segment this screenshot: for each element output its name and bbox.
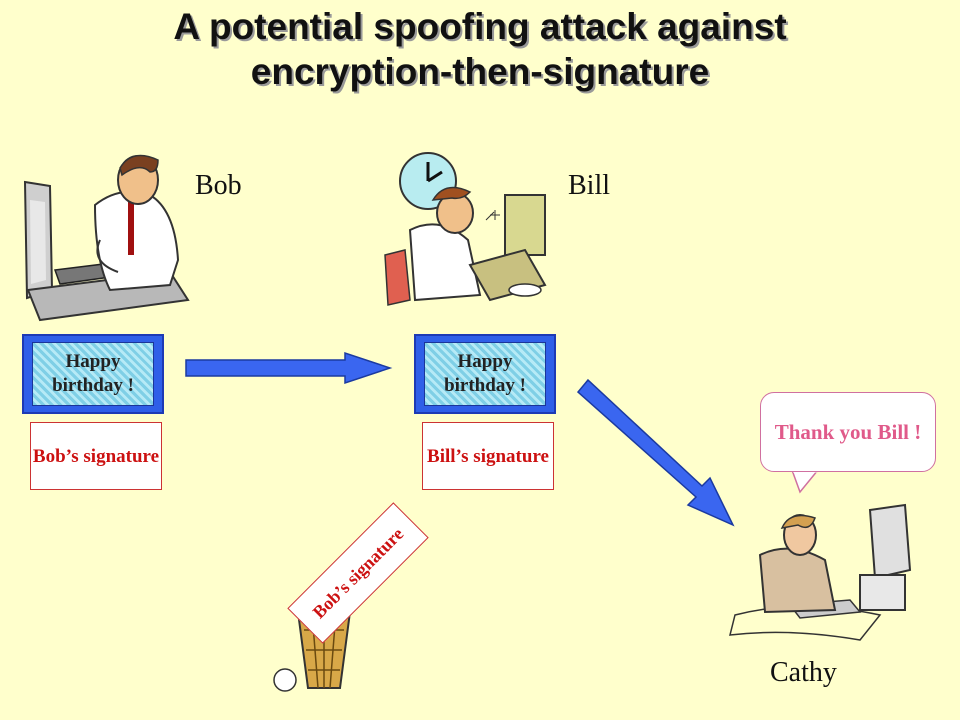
arrow-bob-to-bill (185, 351, 393, 385)
bill-message-box: Happy birthday ! (414, 334, 556, 414)
bill-message-text: Happy birthday ! (424, 342, 546, 406)
bill-signature-box: Bill’s signature (422, 422, 554, 490)
bob-message-text: Happy birthday ! (32, 342, 154, 406)
title-line-2: encryption-then-signature (250, 51, 710, 92)
slide-title: A potential spoofing attack against encr… (0, 4, 960, 94)
cathy-label: Cathy (770, 657, 837, 688)
bob-signature-box: Bob’s signature (30, 422, 162, 490)
cathy-figure (729, 503, 912, 641)
title-line-1: A potential spoofing attack against (173, 6, 787, 47)
bob-label: Bob (195, 170, 242, 201)
cathy-speech-bubble: Thank you Bill ! (760, 392, 936, 472)
callout-tail (790, 469, 820, 494)
bill-figure (384, 152, 547, 306)
bob-figure (23, 154, 190, 322)
bob-message-box: Happy birthday ! (22, 334, 164, 414)
arrow-bill-to-cathy (576, 378, 735, 527)
bill-label: Bill (568, 170, 611, 201)
